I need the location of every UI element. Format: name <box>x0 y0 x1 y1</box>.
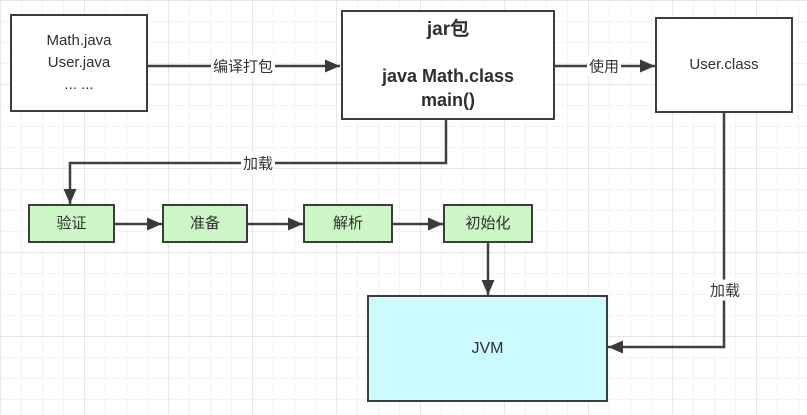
resolve-label: 解析 <box>332 214 363 232</box>
node-prepare: 准备 <box>162 204 248 243</box>
node-initialize: 初始化 <box>443 204 533 243</box>
user-class-label: User.class <box>689 56 759 73</box>
node-verify: 验证 <box>28 204 115 243</box>
edge-userclass-load-jvm <box>608 113 726 354</box>
node-jvm: JVM <box>367 295 608 402</box>
jar-code-line: main() <box>421 90 475 110</box>
verify-label: 验证 <box>56 214 87 232</box>
node-source-files: Math.java User.java ... ... <box>10 14 148 112</box>
source-file-ellipsis: ... ... <box>64 76 94 93</box>
jar-code-line: java Math.class <box>381 66 515 86</box>
node-jar-package: jar包 java Math.class main() <box>341 10 555 120</box>
edge-label-use: 使用 <box>586 55 622 77</box>
initialize-label: 初始化 <box>465 214 511 232</box>
edge-label-load-right: 加载 <box>707 279 743 301</box>
node-user-class: User.class <box>655 17 793 113</box>
edge-label-load-top: 加载 <box>240 152 276 174</box>
node-resolve: 解析 <box>303 204 393 243</box>
source-file-name: Math.java <box>46 32 112 49</box>
jar-title: jar包 <box>426 19 470 40</box>
prepare-label: 准备 <box>189 214 220 232</box>
edge-label-compile-package: 编译打包 <box>210 55 276 77</box>
source-file-name: User.java <box>47 54 111 71</box>
jvm-label: JVM <box>471 339 504 357</box>
